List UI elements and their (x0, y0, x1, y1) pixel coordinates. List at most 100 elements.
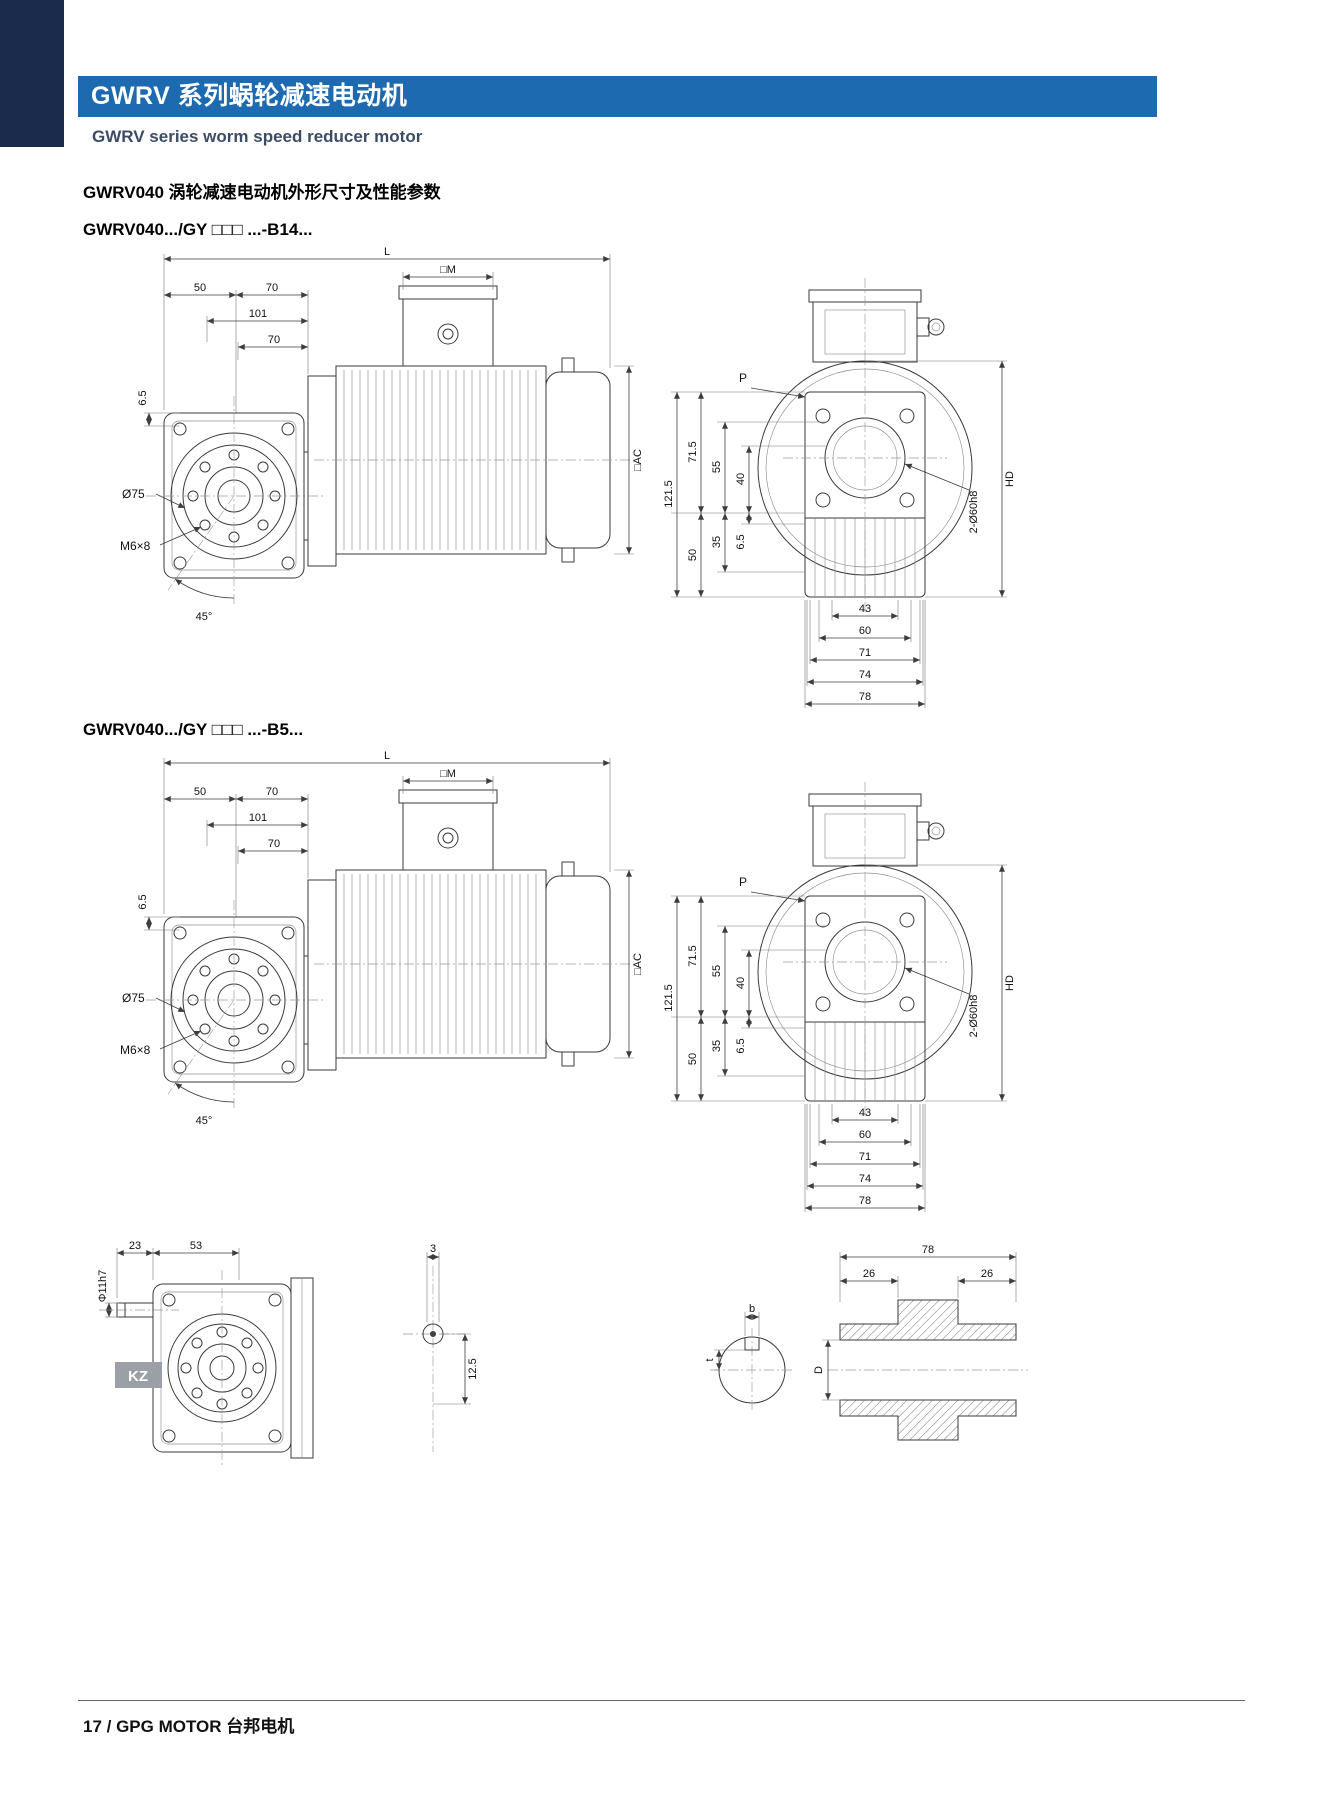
terminal-box-side (398, 789, 498, 871)
side-dimensions: L 50 70 101 70 6.5 Ø75 M6×8 45° □M □AC (120, 246, 644, 623)
front-view-drawing: P 121.5 71.5 50 55 35 40 6.5 HD 2-Ø60h8 … (663, 278, 1016, 708)
dim-label-40: 40 (735, 977, 747, 989)
dim-label-bore: 2-Ø60h8 (968, 995, 980, 1038)
dim-label-45deg: 45° (196, 1115, 213, 1127)
dim-label-60: 60 (859, 625, 871, 637)
dim-label-3: 3 (430, 1243, 436, 1255)
dim-label-26-left: 26 (863, 1268, 875, 1280)
dim-label-t: t (704, 1358, 716, 1361)
dim-label-sqM: □M (440, 768, 456, 780)
dim-label-50: 50 (194, 786, 206, 798)
side-view-drawing: L 50 70 101 70 6.5 Ø75 M6×8 45° □M □AC (120, 750, 644, 1127)
gearbox-side (146, 900, 324, 1108)
dim-label-6-5: 6.5 (735, 534, 747, 549)
motor-side (303, 861, 636, 1071)
dim-label-50: 50 (687, 1053, 699, 1065)
dim-label-43: 43 (859, 603, 871, 615)
page-title: GWRV 系列蜗轮减速电动机 (91, 82, 408, 110)
dim-label-53: 53 (190, 1240, 202, 1252)
dim-label-71: 71 (859, 1151, 871, 1163)
dim-label-b: b (749, 1303, 755, 1315)
dim-label-74: 74 (859, 669, 871, 681)
dim-label-L: L (384, 750, 390, 762)
motor-side (303, 357, 636, 567)
dim-label-P: P (739, 371, 747, 385)
gearbox-front (783, 782, 947, 1116)
b5-front-view-slot: P 121.5 71.5 50 55 35 40 6.5 HD 2-Ø60h8 … (655, 754, 1075, 1224)
dim-label-60: 60 (859, 1129, 871, 1141)
model-designation-b14: GWRV040.../GY □□□ ...-B14... (83, 220, 313, 239)
dim-label-74: 74 (859, 1173, 871, 1185)
hollow-shaft-dimensions: 78 26 26 D (813, 1244, 1017, 1401)
kz-view-drawing: 23 53 Φ11h7 KZ (97, 1240, 314, 1466)
dim-label-121-5: 121.5 (663, 984, 675, 1012)
b5-side-view-slot: L 50 70 101 70 6.5 Ø75 M6×8 45° □M □AC (118, 750, 648, 1220)
footer-text: 17 / GPG MOTOR 台邦电机 (83, 1717, 295, 1736)
dim-label-55: 55 (711, 965, 723, 977)
model-designation-b5: GWRV040.../GY □□□ ...-B5... (83, 720, 304, 739)
kz-label: KZ (128, 1368, 148, 1385)
dim-label-121-5: 121.5 (663, 480, 675, 508)
front-dimensions: P 121.5 71.5 50 55 35 40 6.5 HD 2-Ø60h8 … (663, 864, 1016, 1212)
dim-label-6-5: 6.5 (137, 390, 149, 405)
dim-label-70-top: 70 (266, 786, 278, 798)
dim-label-78: 78 (859, 691, 871, 703)
dim-label-23: 23 (129, 1240, 141, 1252)
dim-label-78: 78 (859, 1195, 871, 1207)
dim-label-m6x8: M6×8 (120, 539, 151, 553)
dim-label-43: 43 (859, 1107, 871, 1119)
key-section-drawing: 3 12.5 (403, 1243, 479, 1452)
hollow-shaft-section (828, 1299, 1028, 1441)
dim-label-D: D (813, 1366, 825, 1374)
section-heading: GWRV040 涡轮减速电动机外形尺寸及性能参数 (83, 183, 441, 202)
dim-label-12-5: 12.5 (467, 1358, 479, 1379)
kz-dimensions: 23 53 Φ11h7 (97, 1240, 240, 1318)
dim-label-35: 35 (711, 1040, 723, 1052)
shaft-section-drawing: b t 78 26 26 (704, 1244, 1028, 1441)
side-view-drawing: L 50 70 101 70 6.5 Ø75 M6×8 45° □M □AC (120, 246, 644, 623)
kz-label-box: KZ (115, 1362, 162, 1388)
dim-label-70-top: 70 (266, 282, 278, 294)
key-view-container: 3 12.5 (385, 1242, 495, 1467)
terminal-box-side (398, 285, 498, 367)
dim-label-bore: 2-Ø60h8 (968, 491, 980, 534)
dim-label-40: 40 (735, 473, 747, 485)
key-section (403, 1266, 465, 1452)
b14-front-view-slot: P 121.5 71.5 50 55 35 40 6.5 HD 2-Ø60h8 … (655, 250, 1075, 720)
side-dimensions: L 50 70 101 70 6.5 Ø75 M6×8 45° □M □AC (120, 750, 644, 1127)
page-header-band: GWRV 系列蜗轮减速电动机 (78, 76, 1157, 117)
key-dimensions: 3 12.5 (426, 1243, 479, 1405)
dim-label-101: 101 (249, 812, 267, 824)
dim-label-71: 71 (859, 647, 871, 659)
dim-label-dia75: Ø75 (122, 991, 145, 1005)
dim-label-m6x8: M6×8 (120, 1043, 151, 1057)
dim-label-35: 35 (711, 536, 723, 548)
page-subtitle: GWRV series worm speed reducer motor (92, 127, 423, 146)
dim-label-L: L (384, 246, 390, 258)
front-view-drawing: P 121.5 71.5 50 55 35 40 6.5 HD 2-Ø60h8 … (663, 782, 1016, 1212)
b14-side-view-slot: L 50 70 101 70 6.5 Ø75 M6×8 45° □M □AC (118, 246, 648, 716)
dim-label-sqAC: □AC (632, 953, 644, 975)
dim-label-6-5: 6.5 (137, 894, 149, 909)
dim-label-70-mid: 70 (268, 838, 280, 850)
dim-label-78: 78 (922, 1244, 934, 1256)
dim-label-50: 50 (194, 282, 206, 294)
gearbox-side (146, 396, 324, 604)
corner-accent-block (0, 0, 64, 147)
dim-label-101: 101 (249, 308, 267, 320)
kz-view-container: 23 53 Φ11h7 KZ (95, 1238, 355, 1483)
dim-label-HD: HD (1004, 471, 1016, 487)
dim-label-45deg: 45° (196, 611, 213, 623)
dim-label-P: P (739, 875, 747, 889)
dim-label-71-5: 71.5 (687, 945, 699, 966)
dim-label-dia75: Ø75 (122, 487, 145, 501)
dim-label-71-5: 71.5 (687, 441, 699, 462)
dim-label-26-right: 26 (981, 1268, 993, 1280)
keyway-circle (710, 1328, 794, 1412)
gearbox-front (783, 278, 947, 612)
dim-label-6-5: 6.5 (735, 1038, 747, 1053)
dim-label-50: 50 (687, 549, 699, 561)
dim-label-sqM: □M (440, 264, 456, 276)
dim-label-HD: HD (1004, 975, 1016, 991)
kz-gearbox (99, 1270, 314, 1466)
